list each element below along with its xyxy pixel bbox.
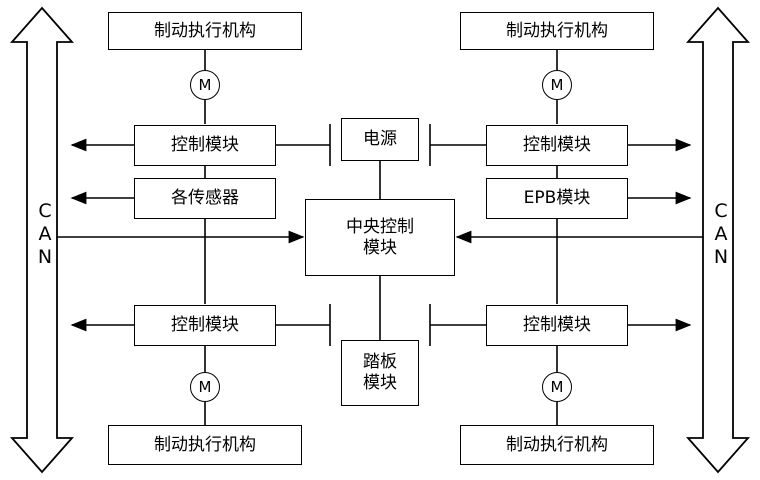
motor-top-left: M	[190, 70, 220, 100]
control-module-bottom-right[interactable]: 控制模块	[486, 305, 628, 346]
control-module-top-right[interactable]: 控制模块	[486, 125, 628, 166]
motor-bottom-right: M	[542, 372, 572, 402]
actuator-bottom-right[interactable]: 制动执行机构	[460, 425, 654, 465]
actuator-bottom-left[interactable]: 制动执行机构	[108, 425, 302, 465]
can-bus-right-arrow	[686, 6, 750, 474]
actuator-top-right[interactable]: 制动执行机构	[460, 12, 654, 50]
motor-top-right: M	[542, 70, 572, 100]
can-bus-left-label: CAN	[34, 200, 56, 269]
control-module-top-left[interactable]: 控制模块	[134, 125, 276, 166]
actuator-top-left[interactable]: 制动执行机构	[108, 12, 302, 50]
epb-module[interactable]: EPB模块	[486, 178, 628, 219]
pedal-module[interactable]: 踏板 模块	[341, 340, 419, 406]
can-bus-right-label: CAN	[710, 200, 732, 269]
sensors-module[interactable]: 各传感器	[134, 178, 276, 219]
can-bus-left-arrow	[10, 6, 74, 474]
motor-bottom-left: M	[190, 372, 220, 402]
central-control-module[interactable]: 中央控制 模块	[305, 199, 455, 276]
power-supply-module[interactable]: 电源	[341, 118, 419, 161]
control-module-bottom-left[interactable]: 控制模块	[134, 305, 276, 346]
